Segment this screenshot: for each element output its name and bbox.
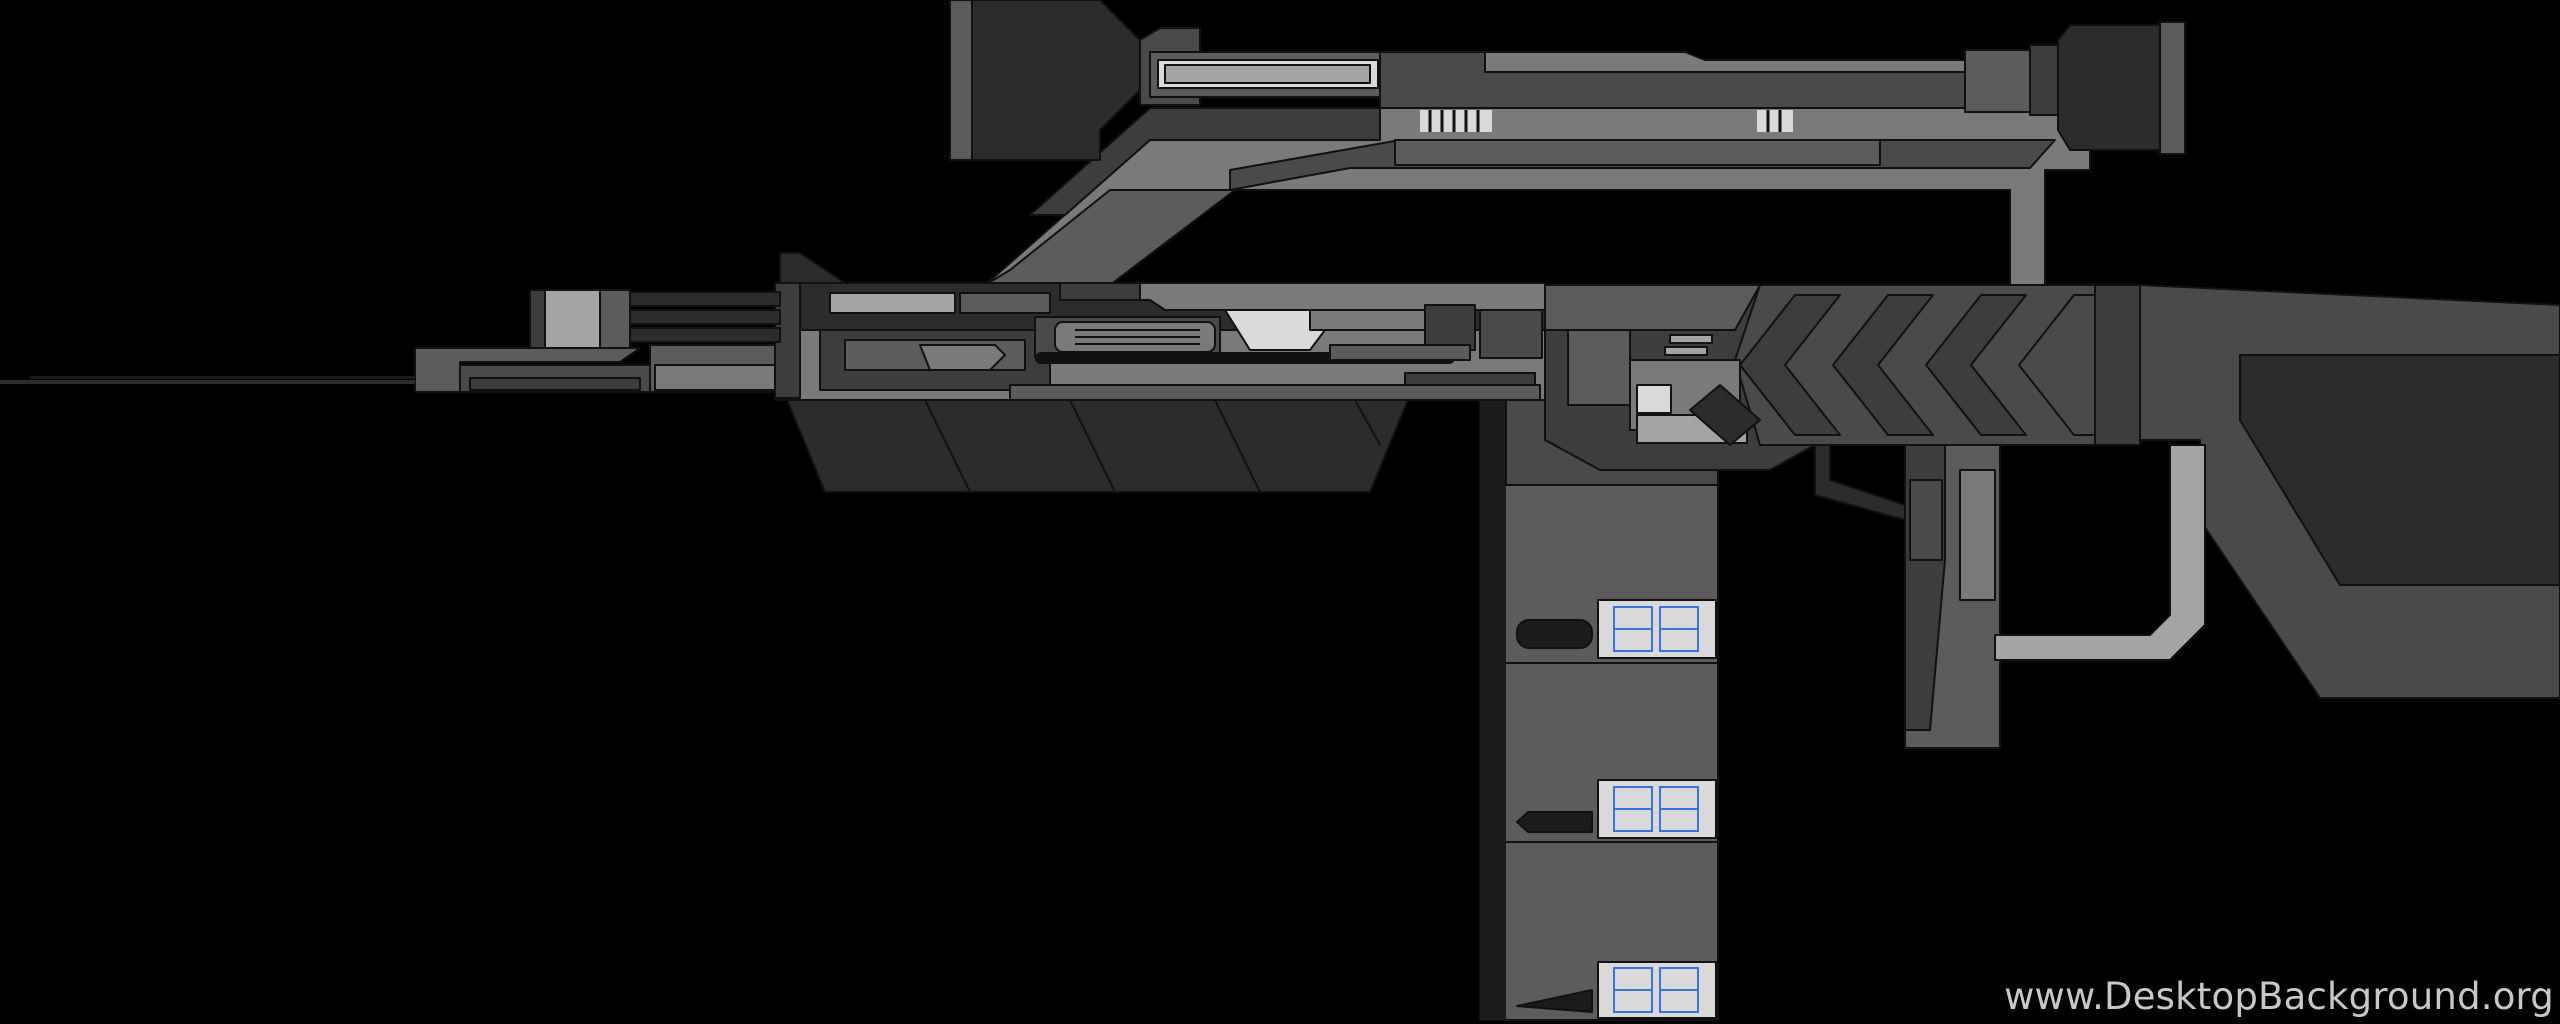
magazine-window-3 — [1516, 961, 1717, 1019]
muzzle-antenna — [0, 376, 415, 384]
scope-vents — [1420, 110, 1793, 132]
magazine — [1479, 394, 1719, 1021]
handguard — [774, 282, 1546, 401]
muzzle-assembly — [414, 289, 781, 393]
rifle-stock — [2139, 284, 2560, 699]
scope — [949, 0, 2186, 161]
receiver-chevrons — [1739, 294, 2096, 436]
magazine-window-2 — [1516, 779, 1717, 839]
watermark-text: www.DesktopBackground.org — [2004, 975, 2554, 1018]
handguard-lower — [784, 394, 1411, 493]
pistol-grip — [1904, 444, 2001, 749]
trigger-guard — [1814, 444, 2206, 661]
scope-mount-frame — [984, 107, 2091, 286]
magazine-window-1 — [1516, 599, 1717, 659]
